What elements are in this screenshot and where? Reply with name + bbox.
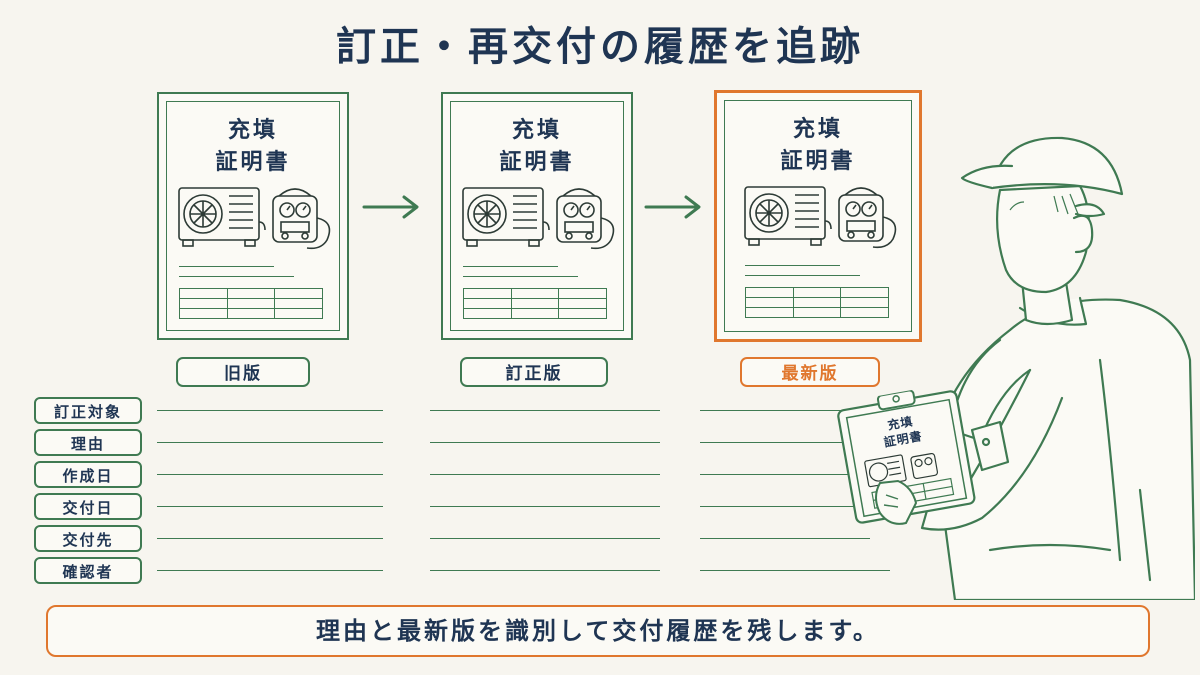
arrow-right-icon [362,195,419,219]
hand [875,479,918,525]
text-line [463,276,578,277]
field-line [157,538,383,539]
field-line [157,506,383,507]
worker-illustration: 充填 証明書 [837,130,1195,600]
refrigerant-recovery-machine-icon [272,188,331,250]
certificate-inner-frame [724,100,912,332]
field-line [700,538,870,539]
footer-message: 理由と最新版を識別して交付履歴を残します。 [46,605,1150,657]
text-line [463,266,558,267]
field-label-confirmer: 確認者 [34,557,142,584]
worker-drawing [914,136,1195,600]
version-label-old: 旧版 [176,357,310,387]
field-line [157,442,383,443]
field-label-reason: 理由 [34,429,142,456]
equipment-illustration [462,187,615,250]
field-label-created-date: 作成日 [34,461,142,488]
field-label-recipient: 交付先 [34,525,142,552]
field-line [700,570,890,571]
air-conditioner-outdoor-unit-icon [178,187,266,247]
field-line [430,410,660,411]
clipboard: 充填 証明書 [832,382,980,528]
page-title: 訂正・再交付の履歴を追跡 [336,24,864,70]
arrow-right-icon [644,195,701,219]
clipboard-board [837,389,976,524]
version-label-corrected: 訂正版 [460,357,608,387]
text-line [745,275,860,276]
field-line [700,474,860,475]
certificate-table [745,287,889,318]
field-line [700,442,850,443]
certificate-table [463,288,607,319]
equipment-illustration [178,187,331,250]
field-line [700,410,850,411]
refrigerant-recovery-machine-icon [910,452,939,480]
air-conditioner-outdoor-unit-icon [744,186,832,246]
certificate-title-line1: 充填 [227,118,278,143]
field-line [430,506,660,507]
certificate-title-line2: 証明書 [499,150,575,175]
certificate-title-line1: 充填 [792,117,843,142]
certificate-latest-version: 充填 証明書 [714,90,922,342]
field-line [430,474,660,475]
version-label-latest: 最新版 [740,357,880,387]
field-line [157,570,383,571]
field-line [700,506,860,507]
field-line [430,570,660,571]
field-label-issue-date: 交付日 [34,493,142,520]
air-conditioner-outdoor-unit-icon [462,187,550,247]
field-label-correction-target: 訂正対象 [34,397,142,424]
certificate-title-line2: 証明書 [215,150,291,175]
field-line [430,538,660,539]
certificate-title-line1: 充填 [511,118,562,143]
certificate-title-line2: 証明書 [780,149,856,174]
field-line [157,410,383,411]
refrigerant-recovery-machine-icon [556,188,615,250]
refrigerant-recovery-machine-icon [838,187,897,249]
certificate-inner-frame [166,101,340,331]
certificate-corrected-version: 充填 証明書 [441,92,633,340]
equipment-illustration [744,186,897,249]
certificate-table [179,288,323,319]
text-line [179,266,274,267]
field-line [157,474,383,475]
field-line [430,442,660,443]
certificate-inner-frame [450,101,624,331]
text-line [179,276,294,277]
text-line [745,265,840,266]
certificate-old-version: 充填 証明書 [157,92,349,340]
